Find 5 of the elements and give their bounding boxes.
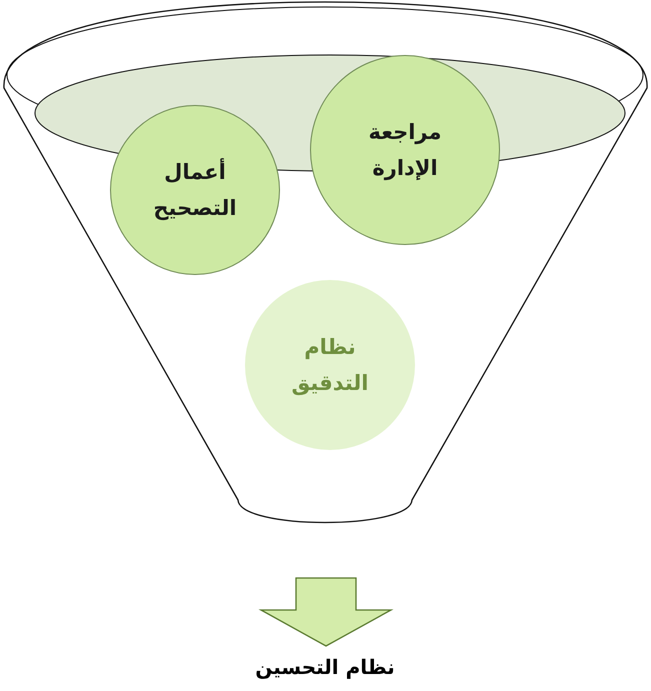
result-label: نظام التحسين [225, 650, 425, 684]
circle-label: أعمال التصحيح [152, 157, 238, 222]
circle-label: نظام التدقيق [290, 334, 370, 398]
circle-label: مراجعة الإدارة [368, 119, 442, 182]
block-arrow [258, 577, 394, 647]
